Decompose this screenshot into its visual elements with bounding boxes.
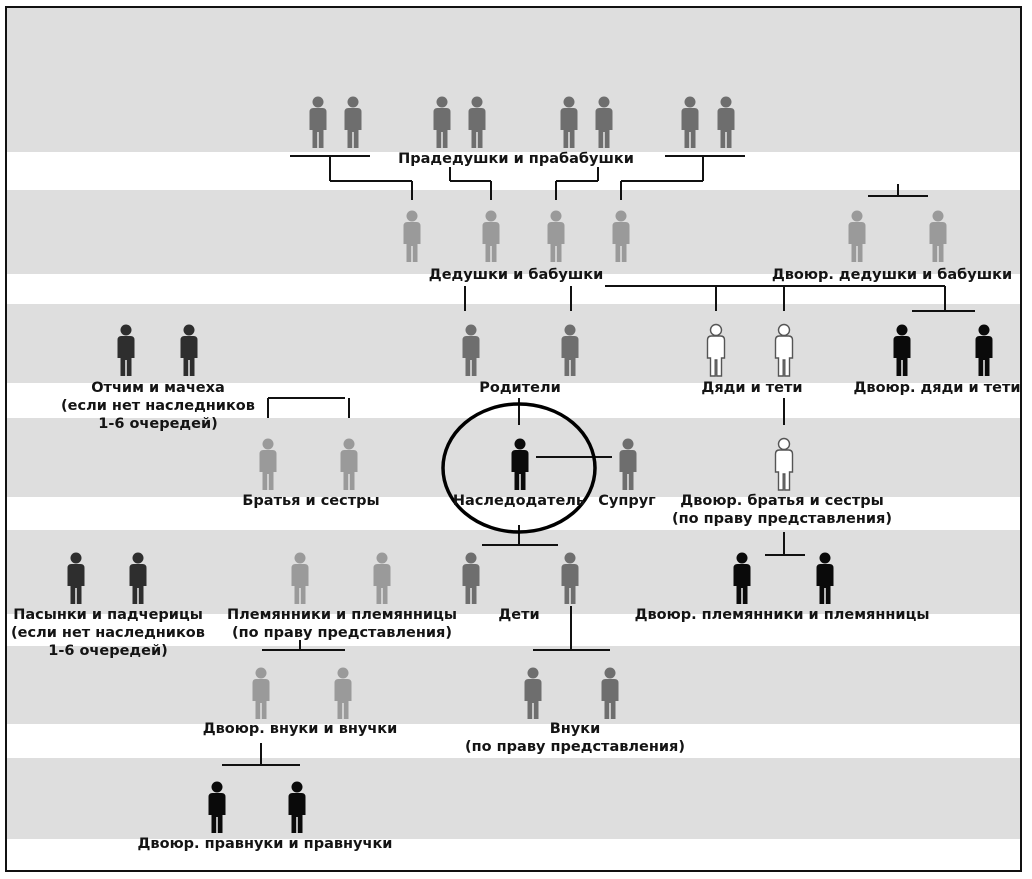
label-great-uncles-aunts: Двоюр. дедушки и бабушки: [772, 266, 1012, 284]
person-medium-icon: [524, 667, 542, 719]
person-medium-icon: [717, 96, 735, 148]
person-black-icon: [733, 552, 751, 604]
person-dark-icon: [129, 552, 147, 604]
background-band: [7, 646, 1020, 724]
label-siblings: Братья и сестры: [242, 492, 379, 510]
person-black-icon: [208, 781, 226, 833]
person-dark-icon: [117, 324, 135, 376]
label-grandparents: Дедушки и бабушки: [429, 266, 603, 284]
person-figures: [67, 96, 993, 833]
person-medium-icon: [595, 96, 613, 148]
label-testator: Наследодатель: [453, 492, 585, 510]
label-stepchildren-line3: 1-6 очередей): [48, 643, 168, 659]
label-spouse-text: Супруг: [598, 493, 656, 509]
label-cousin-grandchildren-text: Двоюр. внуки и внучки: [202, 721, 398, 737]
person-light-icon: [848, 210, 866, 262]
label-cousin-uncles-aunts: Двоюр. дяди и тети: [853, 379, 1020, 397]
label-testator-text: Наследодатель: [452, 493, 586, 509]
person-medium-icon: [462, 324, 480, 376]
person-medium-icon: [433, 96, 451, 148]
label-nephews: Племянники и племянницы (по праву предст…: [227, 606, 457, 642]
person-light-icon: [373, 552, 391, 604]
person-light-icon: [334, 667, 352, 719]
label-cousin-grandchildren: Двоюр. внуки и внучки: [203, 720, 398, 738]
label-grandchildren: Внуки (по праву представления): [465, 720, 685, 756]
background-band: [7, 304, 1020, 383]
label-children: Дети: [498, 606, 539, 624]
diagram-frame: [5, 6, 1022, 872]
person-light-icon: [340, 438, 358, 490]
person-black-icon: [288, 781, 306, 833]
person-medium-icon: [309, 96, 327, 148]
label-parents: Родители: [479, 379, 560, 397]
label-cousin-great-grandchildren: Двоюр. правнуки и правнучки: [138, 835, 393, 853]
label-great-grandparents: Прадедушки и прабабушки: [398, 150, 634, 168]
label-cousin-great-grandchildren-text: Двоюр. правнуки и правнучки: [137, 836, 393, 852]
label-great-grandparents-text: Прадедушки и прабабушки: [398, 151, 634, 167]
person-medium-icon: [681, 96, 699, 148]
background-band: [7, 758, 1020, 839]
person-light-icon: [291, 552, 309, 604]
label-nephews-line1: Племянники и племянницы: [227, 607, 457, 623]
label-cousins-line1: Двоюр. братья и сестры: [680, 493, 884, 509]
label-grandchildren-line1: Внуки: [549, 721, 601, 737]
person-medium-icon: [561, 552, 579, 604]
label-cousin-nephews-text: Двоюр. племянники и племянницы: [634, 607, 930, 623]
person-medium-icon: [619, 438, 637, 490]
label-stepparents-line2: (если нет наследников: [61, 398, 255, 414]
person-outline-icon: [774, 437, 794, 491]
label-cousin-uncles-aunts-text: Двоюр. дяди и тети: [853, 380, 1021, 396]
label-stepchildren: Пасынки и падчерицы (если нет наследнико…: [11, 606, 205, 660]
label-grandchildren-line2: (по праву представления): [465, 739, 685, 755]
testator-highlight-circle: [441, 402, 597, 534]
label-great-uncles-aunts-text: Двоюр. дедушки и бабушки: [771, 267, 1013, 283]
label-stepchildren-line1: Пасынки и падчерицы: [13, 607, 203, 623]
label-uncles-aunts-text: Дяди и тети: [701, 380, 803, 396]
person-light-icon: [403, 210, 421, 262]
person-black-icon: [816, 552, 834, 604]
label-spouse: Супруг: [598, 492, 656, 510]
label-nephews-line2: (по праву представления): [232, 625, 452, 641]
label-siblings-text: Братья и сестры: [242, 493, 380, 509]
label-uncles-aunts: Дяди и тети: [701, 379, 802, 397]
person-medium-icon: [601, 667, 619, 719]
person-outline-icon: [774, 323, 794, 377]
person-dark-icon: [67, 552, 85, 604]
person-light-icon: [929, 210, 947, 262]
person-black-icon: [975, 324, 993, 376]
person-light-icon: [259, 438, 277, 490]
person-black-icon: [511, 438, 529, 490]
person-light-icon: [612, 210, 630, 262]
person-light-icon: [252, 667, 270, 719]
background-band: [7, 8, 1020, 152]
label-cousins-line2: (по праву представления): [672, 511, 892, 527]
person-outline-icon: [706, 323, 726, 377]
person-medium-icon: [344, 96, 362, 148]
person-light-icon: [482, 210, 500, 262]
person-black-icon: [893, 324, 911, 376]
label-cousin-nephews: Двоюр. племянники и племянницы: [635, 606, 930, 624]
person-light-icon: [547, 210, 565, 262]
label-cousins: Двоюр. братья и сестры (по праву предста…: [672, 492, 892, 528]
person-medium-icon: [560, 96, 578, 148]
label-stepparents-line3: 1-6 очередей): [98, 416, 218, 432]
person-dark-icon: [180, 324, 198, 376]
label-stepchildren-line2: (если нет наследников: [11, 625, 205, 641]
label-stepparents-line1: Отчим и мачеха: [91, 380, 225, 396]
label-stepparents: Отчим и мачеха (если нет наследников 1-6…: [61, 379, 255, 433]
person-medium-icon: [561, 324, 579, 376]
person-medium-icon: [468, 96, 486, 148]
person-medium-icon: [462, 552, 480, 604]
label-grandparents-text: Дедушки и бабушки: [428, 267, 604, 283]
label-parents-text: Родители: [479, 380, 561, 396]
label-children-text: Дети: [498, 607, 540, 623]
connector-lines: [222, 155, 975, 766]
